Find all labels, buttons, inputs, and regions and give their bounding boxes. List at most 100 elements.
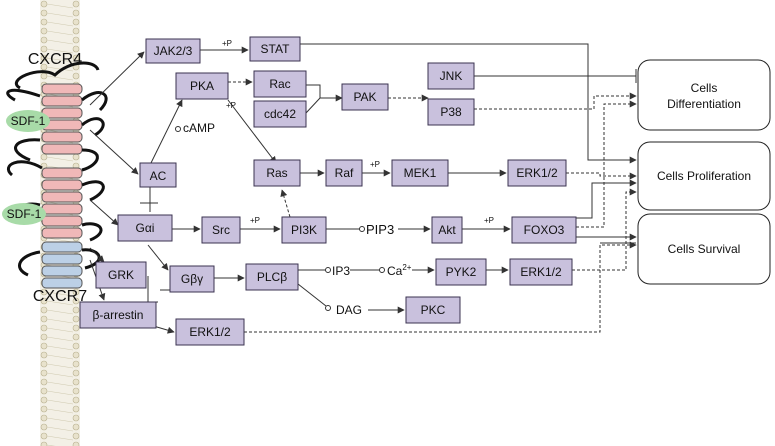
node-ac: AC (139, 162, 177, 188)
messenger-pip3: PIP3 (366, 222, 394, 237)
svg-text:MEK1: MEK1 (404, 166, 437, 180)
lipid-tail (46, 48, 74, 54)
svg-text:Raf: Raf (335, 166, 354, 180)
node-akt: Akt (431, 216, 463, 244)
node-barrestin: β-arrestin (79, 301, 157, 329)
node-mek1: MEK1 (391, 159, 449, 187)
messenger-ip3: IP3 (332, 264, 350, 278)
lipid-tail (46, 300, 74, 306)
lipid-tail (46, 30, 74, 36)
lipid-head (40, 324, 48, 332)
lipid-head (72, 315, 80, 323)
lipid-head (40, 387, 48, 395)
node-pak: PAK (341, 83, 389, 111)
lipid-head (40, 333, 48, 341)
lipid-head (72, 333, 80, 341)
svg-text:GRK: GRK (108, 268, 134, 282)
lipid-head (40, 414, 48, 422)
lipid-tail (46, 3, 74, 9)
lipid-tail (46, 291, 74, 297)
lipid-tail (46, 57, 74, 63)
node-erk-top: ERK1/2 (507, 159, 567, 187)
svg-text:Cells: Cells (691, 81, 718, 95)
lipid-head (40, 27, 48, 35)
lipid-head (72, 414, 80, 422)
svg-text:ERK1/2: ERK1/2 (520, 265, 562, 279)
lipid-tail (46, 21, 74, 27)
lipid-head (40, 342, 48, 350)
lipid-head (40, 396, 48, 404)
cxcr7-receptor (41, 241, 83, 289)
svg-text:Akt: Akt (438, 223, 456, 237)
lipid-head (72, 378, 80, 386)
lipid-head (72, 324, 80, 332)
svg-text:AC: AC (150, 169, 167, 183)
lipid-head (40, 18, 48, 26)
lipid-tail (46, 75, 74, 81)
messenger-calcium: Ca2+ (387, 263, 412, 278)
phospho-label-stat: +P (222, 39, 232, 48)
lipid-head (40, 72, 48, 80)
lipid-tail (46, 372, 74, 378)
lipid-tail (46, 399, 74, 405)
node-plcb: PLCβ (245, 263, 299, 291)
lipid-head (72, 405, 80, 413)
cxcr7-label: CXCR7 (33, 288, 87, 305)
ligand-sdf1-top: SDF-1 (6, 110, 50, 132)
lipid-head (40, 405, 48, 413)
node-foxo3: FOXO3 (511, 216, 577, 244)
lipid-tail (46, 237, 74, 243)
lipid-head (72, 387, 80, 395)
lipid-head (72, 342, 80, 350)
svg-text:cdc42: cdc42 (264, 107, 296, 121)
svg-text:Gαi: Gαi (136, 221, 155, 235)
lipid-head (72, 36, 80, 44)
node-rac: Rac (253, 70, 307, 98)
svg-text:β-arrestin: β-arrestin (93, 308, 144, 322)
lipid-head (40, 423, 48, 431)
node-p38: P38 (427, 98, 475, 126)
lipid-tail (46, 39, 74, 45)
lipid-head (40, 432, 48, 440)
svg-text:STAT: STAT (261, 42, 291, 56)
lipid-tail (46, 390, 74, 396)
phospho-label-mek: +P (370, 160, 380, 169)
lipid-head (72, 306, 80, 314)
node-erk-mid: ERK1/2 (509, 258, 573, 286)
outcome-differentiation: Cells Differentiation (637, 59, 771, 131)
ligand-label: SDF-1 (11, 114, 46, 128)
svg-text:FOXO3: FOXO3 (524, 223, 565, 237)
lipid-head (40, 36, 48, 44)
cxcr4-label: CXCR4 (28, 51, 82, 68)
svg-text:PKA: PKA (190, 79, 214, 93)
lipid-head (40, 369, 48, 377)
lipid-head (72, 360, 80, 368)
svg-text:JAK2/3: JAK2/3 (154, 44, 193, 58)
lipid-head (72, 297, 80, 305)
ligand-label: SDF-1 (7, 207, 42, 221)
svg-text:PLCβ: PLCβ (257, 270, 287, 284)
phospho-label-pi3k: +P (250, 216, 260, 225)
node-pka: PKA (175, 72, 229, 100)
lipid-tail (46, 345, 74, 351)
lipid-head (72, 423, 80, 431)
lipid-head (40, 153, 48, 161)
svg-text:JNK: JNK (440, 69, 463, 83)
lipid-tail (46, 327, 74, 333)
lipid-head (72, 72, 80, 80)
node-ras: Ras (253, 159, 301, 187)
node-erk-bottom: ERK1/2 (175, 318, 245, 346)
lipid-head (40, 378, 48, 386)
lipid-head (72, 0, 80, 8)
lipid-head (40, 306, 48, 314)
outcome-proliferation: Cells Proliferation (637, 141, 771, 211)
node-grk: GRK (95, 261, 147, 289)
svg-text:PKC: PKC (421, 303, 446, 317)
node-src: Src (201, 216, 241, 244)
node-cdc42: cdc42 (253, 100, 307, 128)
ligand-sdf1-bottom: SDF-1 (2, 203, 46, 225)
lipid-tail (46, 336, 74, 342)
lipid-head (72, 9, 80, 17)
svg-text:PI3K: PI3K (291, 223, 317, 237)
